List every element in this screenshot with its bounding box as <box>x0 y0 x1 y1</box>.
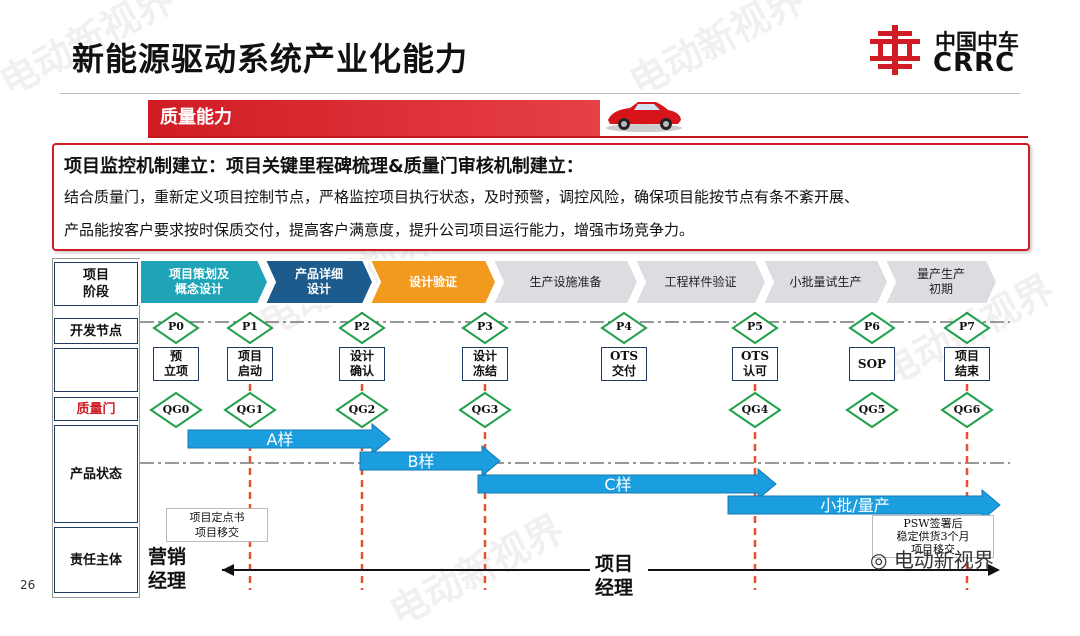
stage-label: 项目策划及 概念设计 <box>168 267 229 296</box>
quality-gate-code: QG3 <box>471 403 499 416</box>
quality-gate-diamond <box>940 391 994 429</box>
quality-gate-diamond <box>223 391 277 429</box>
description-line-2: 产品能按客户要求按时保质交付，提高客户满意度，提升公司项目运行能力，增强市场竞争… <box>64 221 695 239</box>
phase-code: P3 <box>477 320 493 333</box>
wechat-tag: ◎ 电动新视界 <box>870 544 994 573</box>
quality-gate-code: QG4 <box>741 403 769 416</box>
sample-arrow-label: B样 <box>408 452 435 471</box>
phase-code: P2 <box>354 320 370 333</box>
section-tab: 质量能力 <box>148 100 600 136</box>
page-title: 新能源驱动系统产业化能力 <box>72 40 469 78</box>
definition-note: 项目定点书 项目移交 <box>166 508 268 542</box>
logo-chinese-name: 中国中车 <box>935 30 1019 54</box>
phase-code: P7 <box>959 320 975 333</box>
stage-chevron <box>883 259 999 305</box>
quality-gate-diamond <box>149 391 203 429</box>
phase-diamond <box>338 311 386 345</box>
phase-diamond <box>731 311 779 345</box>
description-box <box>52 143 1030 251</box>
row-label-owner: 责任主体 <box>54 527 138 593</box>
description-heading: 项目监控机制建立：项目关键里程碑梳理&质量门审核机制建立： <box>64 156 584 177</box>
phase-diamond <box>461 311 509 345</box>
phase-code: P5 <box>747 320 763 333</box>
wechat-account-name: 电动新视界 <box>893 548 994 572</box>
marketing-manager-label: 营销 经理 <box>148 546 187 592</box>
milestone-box: 项目 启动 <box>227 347 273 381</box>
row-label-gate: 质量门 <box>54 397 138 421</box>
sample-arrow-label: C样 <box>604 475 631 494</box>
quality-gate-diamond <box>458 391 512 429</box>
stage-chevron <box>633 259 768 305</box>
phase-code: P1 <box>242 320 258 333</box>
phase-diamond <box>226 311 274 345</box>
stage-label: 量产生产 初期 <box>916 267 965 296</box>
quality-gate-diamond <box>728 391 782 429</box>
stage-label: 设计验证 <box>408 274 457 289</box>
milestone-box: OTS 认可 <box>732 347 778 381</box>
sample-arrow <box>359 444 501 478</box>
psw-note: PSW签署后 稳定供货3个月 项目移交 <box>872 515 994 558</box>
red-car-image <box>606 102 682 132</box>
phase-diamond <box>943 311 991 345</box>
milestone-box: SOP <box>849 347 895 381</box>
row-label-empty <box>54 348 138 392</box>
header-divider <box>60 93 1020 94</box>
row-label-column <box>52 258 140 598</box>
crrc-logo <box>870 25 920 75</box>
stage-label: 小批量试生产 <box>789 274 862 289</box>
stage-chevron <box>368 259 498 305</box>
milestone-box: 项目 结束 <box>944 347 990 381</box>
milestone-box: 预 立项 <box>153 347 199 381</box>
quality-gate-code: QG2 <box>348 403 376 416</box>
phase-diamond <box>848 311 896 345</box>
milestone-box: 设计 冻结 <box>462 347 508 381</box>
quality-gate-code: QG0 <box>162 403 190 416</box>
quality-gate-diamond <box>335 391 389 429</box>
milestone-box: 设计 确认 <box>339 347 385 381</box>
phase-code: P0 <box>168 320 184 333</box>
stage-chevron <box>491 259 640 305</box>
sample-arrow <box>187 422 391 456</box>
stage-chevron <box>761 259 890 305</box>
quality-gate-code: QG1 <box>236 403 264 416</box>
stage-label: 工程样件验证 <box>664 274 737 289</box>
phase-diamond <box>600 311 648 345</box>
sample-arrow-label: 小批/量产 <box>820 496 889 515</box>
sample-arrow <box>477 467 777 501</box>
page-number: 26 <box>20 578 36 592</box>
row-label-stage: 项目 阶段 <box>54 262 138 306</box>
phase-diamond <box>152 311 200 345</box>
stage-label: 产品详细 设计 <box>294 267 343 296</box>
stage-label: 生产设施准备 <box>529 274 602 289</box>
section-underline <box>148 136 1028 138</box>
sample-arrow-label: A样 <box>267 430 294 449</box>
description-line-1: 结合质量门，重新定义项目控制节点，严格监控项目执行状态，及时预警，调控风险，确保… <box>64 188 860 206</box>
milestone-box: OTS 交付 <box>601 347 647 381</box>
phase-code: P6 <box>864 320 880 333</box>
quality-gate-code: QG6 <box>953 403 981 416</box>
wechat-icon: ◎ <box>870 548 894 572</box>
quality-gate-diamond <box>845 391 899 429</box>
sample-arrow <box>727 488 1001 522</box>
row-label-nodes: 开发节点 <box>54 318 138 344</box>
row-label-status: 产品状态 <box>54 425 138 523</box>
stage-chevron <box>139 259 270 305</box>
quality-gate-code: QG5 <box>858 403 886 416</box>
stage-chevron <box>263 259 375 305</box>
phase-code: P4 <box>616 320 632 333</box>
logo-english-name: CRRC <box>933 48 1016 78</box>
project-manager-label: 项目 经理 <box>591 552 638 600</box>
